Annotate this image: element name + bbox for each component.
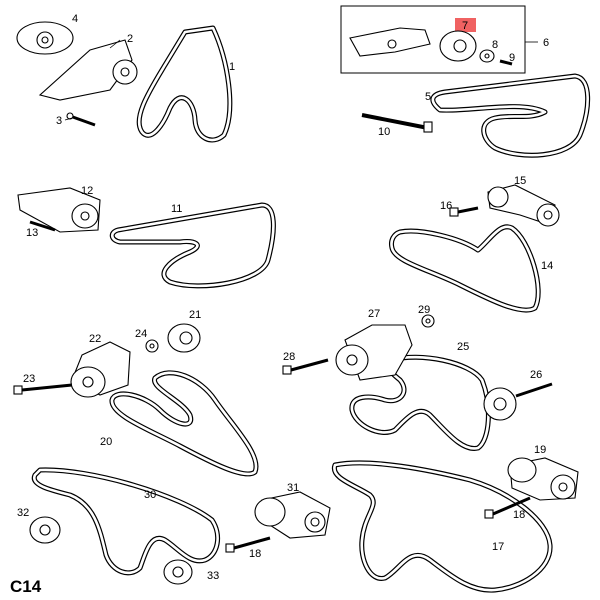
tensioner-31[interactable]	[254, 491, 331, 539]
highlight-marker	[455, 18, 476, 32]
callout-8[interactable]: 8	[492, 39, 498, 51]
nut-29[interactable]	[421, 314, 435, 328]
callout-18-right[interactable]: 18	[513, 509, 525, 521]
callout-12[interactable]: 12	[81, 185, 93, 197]
belt-20[interactable]	[109, 370, 259, 477]
callout-4[interactable]: 4	[72, 13, 78, 25]
callout-10[interactable]: 10	[378, 126, 390, 138]
pulley-33[interactable]	[163, 559, 193, 585]
tensioner-22[interactable]	[70, 341, 131, 398]
callout-21[interactable]: 21	[189, 309, 201, 321]
callout-18-left[interactable]: 18	[249, 548, 261, 560]
callout-17[interactable]: 17	[492, 541, 504, 553]
callout-3[interactable]: 3	[56, 115, 62, 127]
callout-20[interactable]: 20	[100, 436, 112, 448]
bolt-13[interactable]	[29, 220, 56, 232]
callout-7[interactable]: 7	[462, 20, 468, 32]
callout-27[interactable]: 27	[368, 308, 380, 320]
tensioner-6[interactable]	[349, 27, 431, 57]
callout-22[interactable]: 22	[89, 333, 101, 345]
callout-28[interactable]: 28	[283, 351, 295, 363]
callout-2[interactable]: 2	[127, 33, 133, 45]
callout-25[interactable]: 25	[457, 341, 469, 353]
callout-9[interactable]: 9	[509, 52, 515, 64]
tensioner-19[interactable]	[507, 457, 579, 501]
belt-11[interactable]	[109, 202, 276, 289]
callout-33[interactable]: 33	[207, 570, 219, 582]
belt-25[interactable]	[349, 354, 491, 451]
washer-24[interactable]	[145, 339, 159, 353]
callout-30[interactable]: 30	[144, 489, 156, 501]
callout-19[interactable]: 19	[534, 444, 546, 456]
belt-30[interactable]	[31, 467, 221, 576]
callout-13[interactable]: 13	[26, 227, 38, 239]
belt-1[interactable]	[136, 25, 233, 143]
belt-5[interactable]	[430, 73, 591, 158]
callout-1[interactable]: 1	[229, 61, 235, 73]
callout-24[interactable]: 24	[135, 328, 147, 340]
washer-8[interactable]	[479, 49, 495, 63]
callout-11[interactable]: 11	[171, 203, 182, 215]
callout-23[interactable]: 23	[23, 373, 35, 385]
belt-14[interactable]	[389, 224, 541, 313]
callout-15[interactable]: 15	[514, 175, 526, 187]
pulley-21[interactable]	[167, 323, 201, 353]
callout-6[interactable]: 6	[543, 37, 549, 49]
kit-box	[340, 5, 526, 74]
bolt-28[interactable]	[282, 358, 329, 375]
bolt-3[interactable]	[66, 112, 96, 127]
belt-17[interactable]	[331, 460, 553, 593]
callout-26[interactable]: 26	[530, 369, 542, 381]
bolt-10[interactable]	[361, 113, 433, 133]
pulley-26[interactable]	[483, 382, 553, 421]
callout-16[interactable]: 16	[440, 200, 452, 212]
bolt-9[interactable]	[499, 59, 513, 66]
tensioner-12[interactable]	[17, 187, 101, 233]
bolt-18-left[interactable]	[225, 536, 271, 553]
callout-14[interactable]: 14	[541, 260, 553, 272]
pulley-7[interactable]	[439, 30, 477, 62]
bolt-23[interactable]	[13, 383, 73, 395]
diagram-code: C14	[10, 577, 42, 596]
tensioner-27[interactable]	[335, 324, 413, 381]
bolt-18-right[interactable]	[484, 496, 531, 519]
callout-31[interactable]: 31	[287, 482, 299, 494]
pulley-32[interactable]	[29, 516, 61, 544]
callout-5[interactable]: 5	[425, 91, 431, 103]
callout-32[interactable]: 32	[17, 507, 29, 519]
tensioner-15[interactable]	[487, 184, 560, 227]
bolt-16[interactable]	[449, 206, 479, 217]
callout-29[interactable]: 29	[418, 304, 430, 316]
bracket-2[interactable]	[38, 39, 138, 101]
tensioner-4[interactable]	[16, 21, 74, 55]
